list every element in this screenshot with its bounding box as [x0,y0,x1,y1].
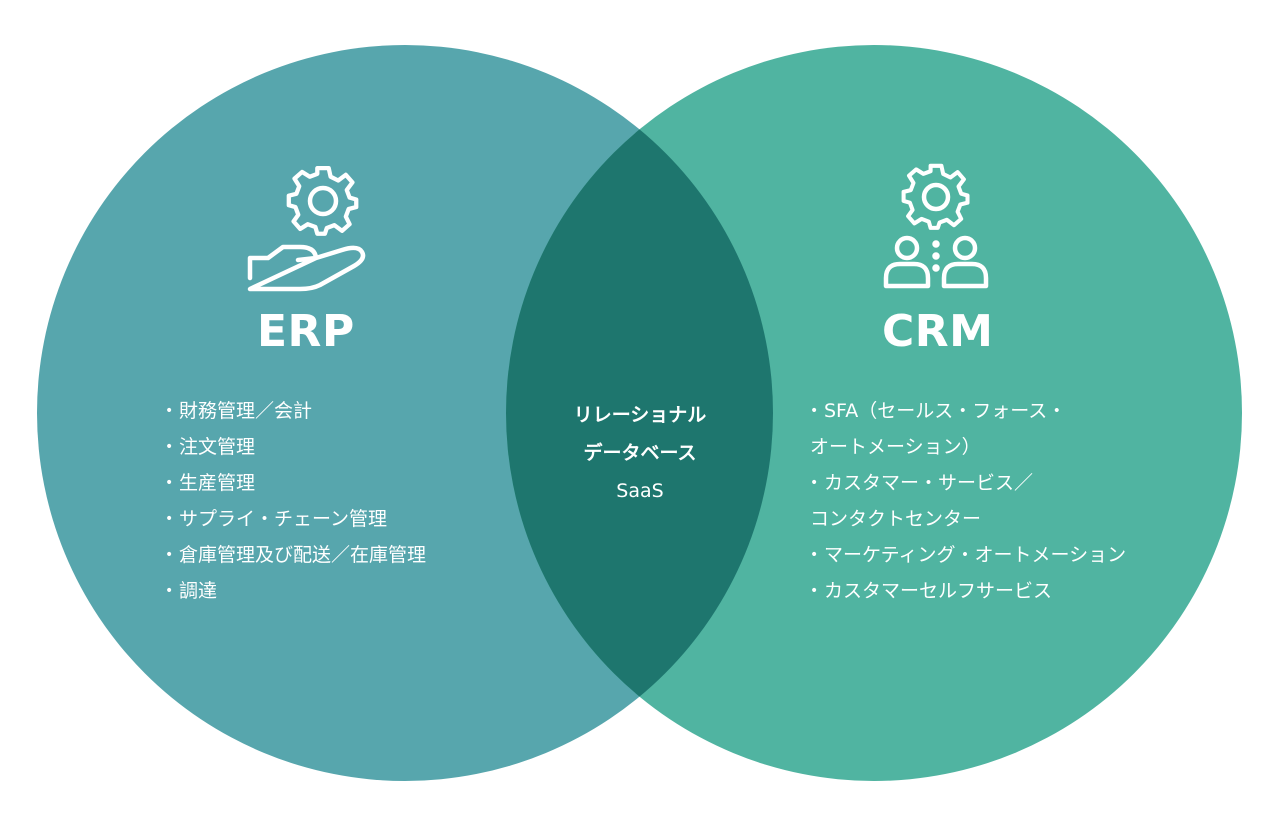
list-item: • カスタマー・サービス／ [810,465,1126,501]
list-item-text: 調達 [179,580,218,602]
erp-feature-list: • 財務管理／会計 • 注文管理 • 生産管理 • サプライ・チェーン管理 • 倉庫管理及… [165,393,426,609]
crm-feature-list: • SFA（セールス・フォース・ オートメーション） • カスタマー・サービス／ コ… [810,393,1126,609]
bullet: • [165,439,174,455]
list-item-text: オートメーション） [810,436,981,458]
bullet: • [810,403,819,419]
bullet: • [165,511,174,527]
list-item-text: 注文管理 [179,436,256,458]
list-item-continuation: オートメーション） [810,429,1126,465]
list-item-text: 生産管理 [179,472,256,494]
list-item: • 調達 [165,573,426,609]
overlap-label: リレーショナル データベース SaaS [540,396,740,510]
overlap-line-1: リレーショナル [573,404,707,426]
list-item: • マーケティング・オートメーション [810,537,1126,573]
overlap-region [506,45,773,781]
list-item: • サプライ・チェーン管理 [165,501,426,537]
overlap-line-2: データベース [583,442,697,464]
list-item-text: サプライ・チェーン管理 [179,508,388,530]
bullet: • [165,547,174,563]
bullet: • [165,475,174,491]
bullet: • [165,403,174,419]
list-item-text: マーケティング・オートメーション [824,544,1127,566]
bullet: • [165,583,174,599]
list-item: • 倉庫管理及び配送／在庫管理 [165,537,426,573]
bullet: • [810,475,819,491]
overlap-line-3: SaaS [616,480,664,502]
bullet: • [810,583,819,599]
list-item-continuation: コンタクトセンター [810,501,1126,537]
list-item-text: 財務管理／会計 [179,400,313,422]
list-item-text: カスタマーセルフサービス [824,580,1053,602]
list-item-text: コンタクトセンター [810,508,982,530]
crm-title: CRM [882,306,994,357]
list-item-text: カスタマー・サービス／ [824,472,1034,494]
erp-title: ERP [257,306,355,357]
list-item-text: SFA（セールス・フォース・ [824,400,1067,422]
list-item: • 財務管理／会計 [165,393,426,429]
list-item: • 注文管理 [165,429,426,465]
people-gear-icon [883,163,989,289]
list-item: • 生産管理 [165,465,426,501]
list-item: • SFA（セールス・フォース・ [810,393,1126,429]
hand-gear-icon [247,166,366,292]
list-item: • カスタマーセルフサービス [810,573,1126,609]
bullet: • [810,547,819,563]
list-item-text: 倉庫管理及び配送／在庫管理 [179,544,427,566]
